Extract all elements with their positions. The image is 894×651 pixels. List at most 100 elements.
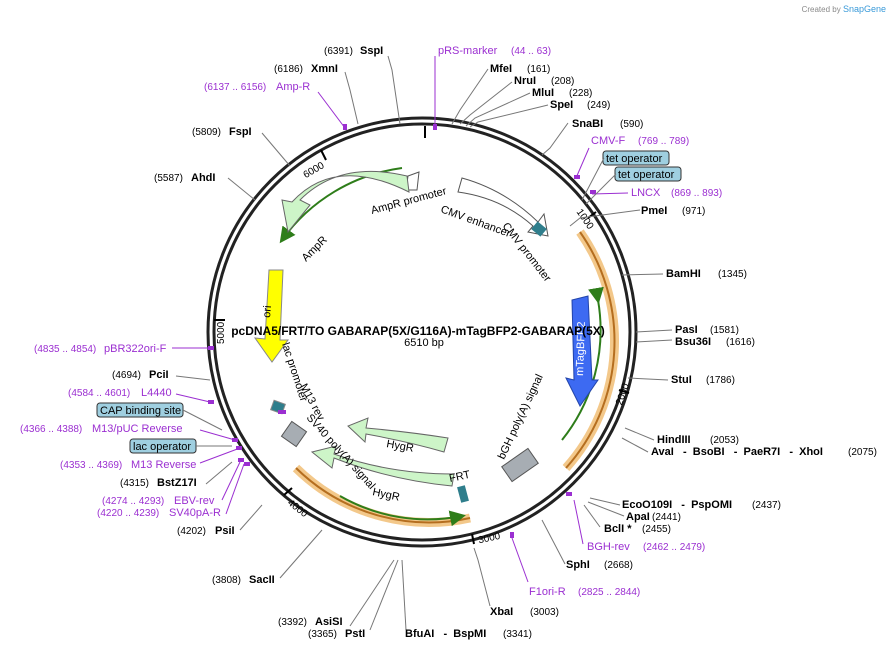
ava-group-pos: (2075) <box>848 447 877 458</box>
pcii-label[interactable]: PciI <box>149 369 169 381</box>
leader-lines <box>175 55 673 631</box>
mtagbfp2-label: mTagBFP2 <box>574 321 588 376</box>
mtagbfp2-arrow <box>565 295 599 407</box>
bamhi-label[interactable]: BamHI <box>666 268 701 280</box>
cmvf-pos: (769 .. 789) <box>638 136 689 147</box>
nrui-pos: (208) <box>551 76 574 87</box>
l4440-label[interactable]: L4440 <box>141 387 172 399</box>
snabi-pos: (590) <box>620 119 643 130</box>
svg-text:lac operator: lac operator <box>133 441 191 453</box>
tick-6000: 6000 <box>302 160 327 181</box>
orf-arc-right-line <box>565 231 616 469</box>
backbone-inner <box>212 122 632 542</box>
bghrev-label[interactable]: BGH-rev <box>587 541 630 553</box>
eco-group-label[interactable]: EcoO109I - PspOMI <box>622 499 732 511</box>
ahdi-pos: (5587) <box>154 173 183 184</box>
prs-marker-pos: (44 .. 63) <box>511 46 551 57</box>
tick-2000: 2000 <box>614 382 632 407</box>
bsu36i-label[interactable]: Bsu36I <box>675 336 711 348</box>
spei-label[interactable]: SpeI <box>550 99 573 111</box>
sv40-block <box>280 420 308 448</box>
hindiii-pos: (2053) <box>710 435 739 446</box>
xbai-pos: (3003) <box>530 607 559 618</box>
sspi-label[interactable]: SspI <box>360 45 383 57</box>
m13puc-label[interactable]: M13/pUC Reverse <box>92 423 182 435</box>
ahdi-label[interactable]: AhdI <box>191 172 215 184</box>
bghrev-pos: (2462 .. 2479) <box>643 542 705 553</box>
pbr322-pos: (4835 .. 4854) <box>34 344 96 355</box>
pbr322-label[interactable]: pBR322ori-F <box>104 343 167 355</box>
hygr-arrow-inner <box>347 417 449 453</box>
bcli-label[interactable]: BclI * <box>604 523 632 535</box>
hindiii-label[interactable]: HindIII <box>657 434 691 446</box>
mlui-label[interactable]: MluI <box>532 87 554 99</box>
sacii-pos: (3808) <box>212 575 241 586</box>
pasi-label[interactable]: PasI <box>675 324 698 336</box>
tet-operator-2[interactable]: tet operator <box>614 166 682 182</box>
m13rev-primer-pos: (4353 .. 4369) <box>60 460 122 471</box>
cap-binding-site[interactable]: CAP binding site <box>96 402 184 418</box>
enzyme-labels: (6391) SspI (6186) XmnI (5809) FspI (558… <box>112 45 877 640</box>
ebv-label[interactable]: EBV-rev <box>174 495 215 507</box>
bfuai-pos: (3341) <box>503 629 532 640</box>
plasmid-size: 6510 bp <box>404 337 444 349</box>
f1ori-pos: (2825 .. 2844) <box>578 587 640 598</box>
lac-operator[interactable]: lac operator <box>129 438 197 454</box>
boxed-features: tet operator tet operator CAP binding si… <box>96 150 682 454</box>
pasi-pos: (1581) <box>710 325 739 336</box>
cmv-enhancer-label: CMV enhancer <box>439 204 512 240</box>
svg-text:tet operator: tet operator <box>618 169 675 181</box>
bsu36i-pos: (1616) <box>726 337 755 348</box>
sphi-pos: (2668) <box>604 560 633 571</box>
sphi-label[interactable]: SphI <box>566 559 590 571</box>
svg-text:tet operator: tet operator <box>606 153 663 165</box>
asisi-label[interactable]: AsiSI <box>315 616 343 628</box>
psii-label[interactable]: PsiI <box>215 525 235 537</box>
tet-operator-1[interactable]: tet operator <box>602 150 670 166</box>
snabi-label[interactable]: SnaBI <box>572 118 603 130</box>
primer-leader-lines <box>172 56 629 583</box>
hygr-arrow-outer <box>310 445 455 487</box>
prs-marker-label[interactable]: pRS-marker <box>438 45 498 57</box>
bfuai-label[interactable]: BfuAI - BspMI <box>405 628 486 640</box>
bamhi-pos: (1345) <box>718 269 747 280</box>
psti-pos: (3365) <box>308 629 337 640</box>
apai-label[interactable]: ApaI <box>626 511 650 523</box>
bcli-pos: (2455) <box>642 524 671 535</box>
frt-label: FRT <box>448 469 471 485</box>
l4440-pos: (4584 .. 4601) <box>68 388 130 399</box>
m13rev-primer-label[interactable]: M13 Reverse <box>131 459 196 471</box>
apai-pos: (2441) <box>652 512 681 523</box>
sv40pa-label[interactable]: SV40pA-R <box>169 507 221 519</box>
bstz17i-pos: (4315) <box>120 478 149 489</box>
mfei-label[interactable]: MfeI <box>490 63 512 75</box>
ebv-pos: (4274 .. 4293) <box>102 496 164 507</box>
cmvf-label[interactable]: CMV-F <box>591 135 626 147</box>
ori-label: ori <box>261 305 274 318</box>
ampr-primer-label[interactable]: Amp-R <box>276 81 310 93</box>
ori-arrow <box>253 269 289 363</box>
nrui-label[interactable]: NruI <box>514 75 536 87</box>
sacii-label[interactable]: SacII <box>249 574 275 586</box>
lncx-label[interactable]: LNCX <box>631 187 661 199</box>
pmei-pos: (971) <box>682 206 705 217</box>
xmni-label[interactable]: XmnI <box>311 63 338 75</box>
ava-group-label[interactable]: AvaI - BsoBI - PaeR7I - XhoI <box>651 446 823 458</box>
stui-label[interactable]: StuI <box>671 374 692 386</box>
psti-label[interactable]: PstI <box>345 628 365 640</box>
xbai-label[interactable]: XbaI <box>490 606 513 618</box>
pmei-label[interactable]: PmeI <box>641 205 667 217</box>
frt-block <box>457 485 469 503</box>
f1ori-label[interactable]: F1ori-R <box>529 586 566 598</box>
bstz17i-label[interactable]: BstZ17I <box>157 477 197 489</box>
hygr-outer-label: HygR <box>371 486 400 503</box>
bgh-label: bGH poly(A) signal <box>496 373 546 462</box>
cmv-promoter-block <box>531 221 547 237</box>
xmni-pos: (6186) <box>274 64 303 75</box>
ampr-label: AmpR <box>300 234 330 264</box>
tick-3000: 3000 <box>477 531 501 546</box>
svg-text:CAP binding site: CAP binding site <box>100 405 181 417</box>
sv40pa-pos: (4220 .. 4239) <box>97 508 159 519</box>
fspi-label[interactable]: FspI <box>229 126 252 138</box>
